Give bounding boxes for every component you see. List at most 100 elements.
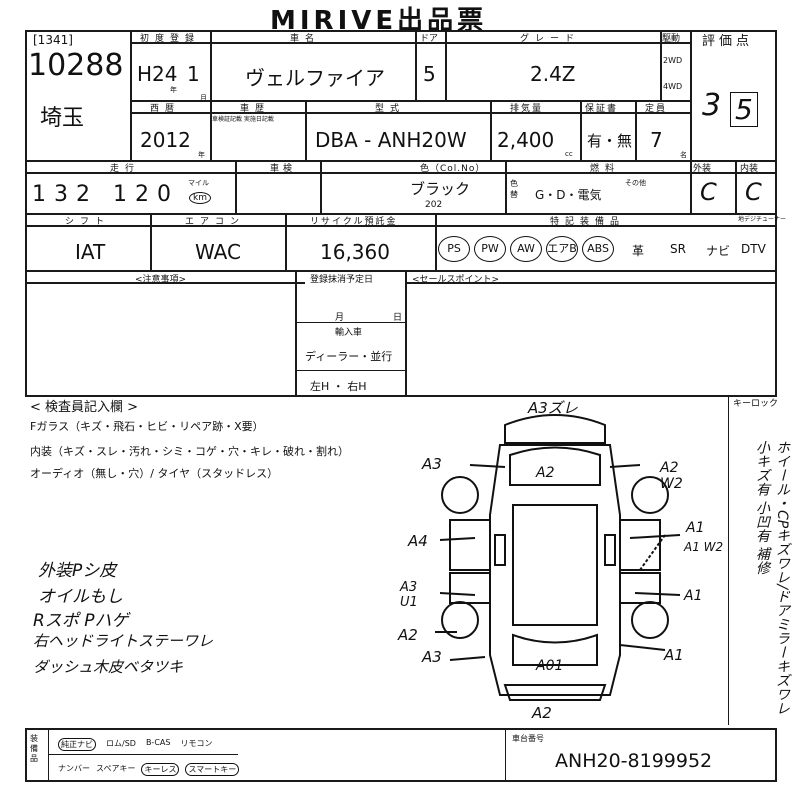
- grade-value: 2.4Z: [530, 62, 576, 86]
- damage-a2-w2: A2 W2: [660, 460, 683, 492]
- damage-a1-right-bottom: A1: [664, 646, 684, 664]
- note-1: 外装Pシ皮: [38, 561, 117, 581]
- color-number: 202: [425, 200, 443, 210]
- km-mark: km: [189, 192, 211, 204]
- option-keyless: キーレス: [141, 763, 180, 776]
- inspector-line-interior: 内装（キズ・スレ・汚れ・シミ・コゲ・穴・キレ・破れ・割れ）: [30, 445, 349, 458]
- fuel-other-label: その他: [625, 179, 646, 187]
- doors-label: ドア: [420, 34, 439, 44]
- era-year: H24: [137, 62, 178, 86]
- warranty-label: 保証書: [585, 104, 619, 114]
- shift-label: シフト: [65, 217, 111, 227]
- drive-label: 駆動: [662, 34, 681, 44]
- mileage-label: 走行: [110, 164, 141, 174]
- lot-code: [1341]: [33, 33, 73, 47]
- note-5: ダッシュ木皮ベタツキ: [33, 658, 184, 676]
- first-reg-label: 初度登録: [140, 34, 201, 44]
- model-name-label: 車名: [290, 34, 321, 44]
- reg-month-mark: 月: [335, 313, 345, 323]
- note-4: 右ヘッドライトステーワレ: [33, 632, 214, 650]
- drive-4wd: 4WD: [663, 82, 683, 91]
- interior-grade: C: [745, 178, 762, 206]
- damage-a2-bumper: A2: [532, 704, 552, 722]
- cc-mark: cc: [565, 150, 573, 158]
- option-navi: 純正ナビ: [58, 738, 96, 751]
- tuner-label: 地デジチューナー: [738, 216, 787, 223]
- equip-ps: PS: [438, 236, 470, 262]
- notes-label: <注意事項>: [135, 275, 187, 285]
- damage-a3-left-bottom: A3: [422, 648, 442, 666]
- car-damage-diagram: [435, 414, 681, 701]
- bottom-equip-label: 装備品: [30, 734, 38, 763]
- reg-month: 1: [187, 62, 200, 86]
- equip-abs: ABS: [582, 236, 614, 262]
- capacity-label: 定員: [645, 104, 668, 114]
- interior-label: 内装: [740, 164, 759, 174]
- region: 埼玉: [40, 106, 85, 131]
- fuel-choice: G・D・電気: [535, 188, 602, 202]
- capacity-value: 7: [650, 128, 663, 152]
- grade-label: グレード: [520, 34, 581, 44]
- fuel-label: 燃料: [590, 164, 621, 174]
- damage-a3-u1: A3 U1: [400, 580, 418, 610]
- damage-a3-left-front: A3: [422, 455, 442, 473]
- shaken-note: 車検証記載 実施日記載: [212, 116, 274, 123]
- option-rom: ロム/SD: [106, 739, 136, 748]
- keylock-label: キーロック: [733, 399, 779, 409]
- aircon-value: WAC: [195, 240, 241, 264]
- equip-aw: AW: [510, 236, 542, 262]
- year-mark-b: 年: [198, 151, 205, 159]
- option-bcas: B-CAS: [145, 738, 171, 747]
- mile-km-label: マイル: [188, 179, 209, 187]
- inspector-line-glass: Fガラス（キズ・飛石・ヒビ・リペア跡・X要）: [30, 420, 264, 433]
- inspector-label: < 検査員記入欄 >: [30, 400, 139, 415]
- side-note: ホイール・CPキズワレ/ドアミラーキズワレ 小キズ有 小凹有 補修: [754, 440, 790, 715]
- reg-period-label: 登録抹消予定日: [310, 275, 374, 285]
- rating-label: 評価点: [702, 34, 754, 49]
- color-label: 色（Col.No）: [420, 164, 486, 174]
- shaken-date-label: 車検: [270, 164, 297, 174]
- option-remote: リモコン: [180, 739, 213, 748]
- warranty-choice: 有・無: [587, 132, 633, 150]
- equip-dtv: DTV: [741, 242, 766, 256]
- month-mark: 月: [200, 94, 207, 102]
- option-smart-key: スマートキー: [185, 763, 240, 776]
- rating-main: 3: [702, 88, 722, 123]
- person-mark: 名: [680, 151, 687, 159]
- damage-a01-rear: A01: [536, 658, 564, 674]
- recycle-label: リサイクル預託金: [310, 217, 398, 227]
- damage-a4: A4: [408, 532, 428, 550]
- option-number: ナンバー: [58, 764, 90, 773]
- model-code: DBA - ANH20W: [315, 128, 467, 152]
- reg-day-mark: 日: [393, 313, 403, 323]
- color-repaint-label: 色替: [510, 179, 518, 199]
- shift-value: IAT: [75, 240, 106, 264]
- model-code-label: 型式: [375, 104, 406, 114]
- aircon-label: エアコン: [185, 217, 246, 227]
- year-mark: 年: [170, 86, 177, 94]
- dealer-choice: ディーラー・並行: [305, 350, 393, 363]
- damage-a1-right-rear: A1: [684, 588, 703, 604]
- doors-value: 5: [423, 62, 436, 86]
- inspector-line-audio: オーディオ（無し・穴）/ タイヤ（スタッドレス）: [30, 467, 279, 480]
- chassis-number: ANH20-8199952: [555, 750, 713, 772]
- option-spare-key: スペアキー: [96, 764, 136, 773]
- damage-a1-w2: A1 W2: [684, 540, 724, 554]
- seireki-label: 西暦: [150, 104, 181, 114]
- note-2: オイルもし: [38, 587, 123, 607]
- sales-point-label: <セールスポイント>: [412, 275, 500, 285]
- displacement-value: 2,400: [497, 128, 555, 152]
- serial-label: 車台番号: [512, 734, 544, 743]
- exterior-grade: C: [700, 178, 717, 206]
- mileage-value: 132 120: [32, 182, 179, 207]
- equip-airbag: エアB: [546, 236, 578, 262]
- import-label: 輸入車: [335, 328, 363, 338]
- drive-2wd: 2WD: [663, 56, 683, 65]
- equip-pw: PW: [474, 236, 506, 262]
- color-value: ブラック: [410, 180, 471, 198]
- recycle-value: 16,360: [320, 240, 390, 264]
- displacement-label: 排気量: [510, 104, 544, 114]
- damage-a2-left-rear: A2: [398, 626, 418, 644]
- equip-leather: 革: [632, 244, 645, 258]
- equipment-label: 特記装備品: [550, 217, 626, 227]
